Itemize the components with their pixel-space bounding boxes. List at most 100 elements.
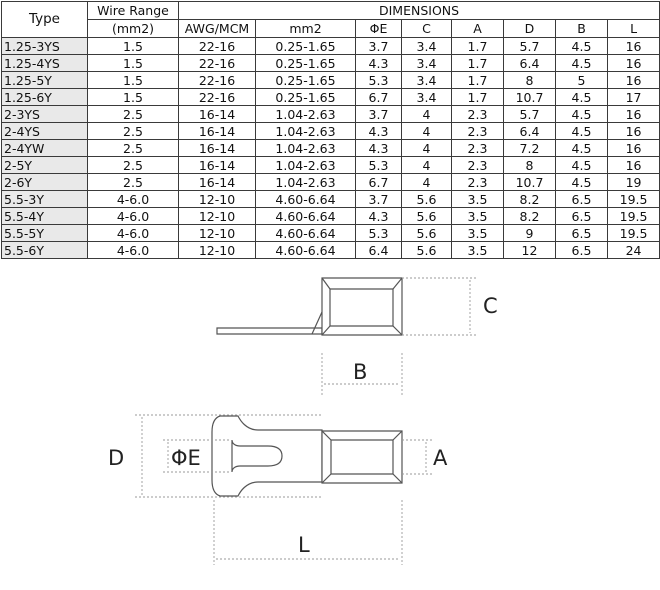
cell-mm2: 4.60-6.64 bbox=[255, 207, 356, 225]
cell-awg: 22-16 bbox=[178, 54, 256, 72]
cell-b: 4.5 bbox=[555, 139, 608, 157]
cell-phi-e: 5.3 bbox=[355, 71, 402, 89]
cell-c: 3.4 bbox=[401, 37, 452, 55]
cell-awg: 22-16 bbox=[178, 37, 256, 55]
cell-b: 6.5 bbox=[555, 241, 608, 259]
cell-type: 1.25-4YS bbox=[1, 54, 88, 72]
cell-awg: 12-10 bbox=[178, 190, 256, 208]
cell-l: 16 bbox=[606, 139, 660, 157]
cell-wire: 4-6.0 bbox=[87, 224, 179, 242]
cell-b: 4.5 bbox=[555, 105, 608, 123]
cell-b: 4.5 bbox=[555, 156, 608, 174]
side-view-dims bbox=[321, 277, 478, 395]
cell-wire: 4-6.0 bbox=[87, 190, 179, 208]
cell-d: 12 bbox=[503, 241, 556, 259]
cell-phi-e: 6.4 bbox=[355, 241, 402, 259]
cell-c: 3.4 bbox=[401, 54, 452, 72]
cell-awg: 16-14 bbox=[178, 156, 256, 174]
cell-d: 8.2 bbox=[503, 207, 556, 225]
cell-wire: 4-6.0 bbox=[87, 207, 179, 225]
cell-a: 1.7 bbox=[451, 88, 504, 106]
cell-type: 5.5-3Y bbox=[1, 190, 88, 208]
cell-type: 2-6Y bbox=[1, 173, 88, 191]
cell-phi-e: 3.7 bbox=[355, 105, 402, 123]
cell-awg: 12-10 bbox=[178, 207, 256, 225]
cell-mm2: 1.04-2.63 bbox=[255, 122, 356, 140]
cell-wire: 1.5 bbox=[87, 54, 179, 72]
cell-c: 4 bbox=[401, 105, 452, 123]
cell-c: 5.6 bbox=[401, 224, 452, 242]
cell-mm2: 0.25-1.65 bbox=[255, 71, 356, 89]
cell-l: 19.5 bbox=[606, 190, 660, 208]
cell-awg: 16-14 bbox=[178, 122, 256, 140]
cell-type: 5.5-4Y bbox=[1, 207, 88, 225]
cell-type: 1.25-5Y bbox=[1, 71, 88, 89]
label-l: L bbox=[298, 533, 310, 557]
cell-phi-e: 5.3 bbox=[355, 224, 402, 242]
cell-phi-e: 3.7 bbox=[355, 190, 402, 208]
cell-type: 1.25-3YS bbox=[1, 37, 88, 55]
header-l: L bbox=[606, 19, 660, 38]
cell-phi-e: 4.3 bbox=[355, 54, 402, 72]
cell-l: 16 bbox=[606, 54, 660, 72]
cell-c: 5.6 bbox=[401, 190, 452, 208]
cell-b: 4.5 bbox=[555, 88, 608, 106]
cell-b: 5 bbox=[555, 71, 608, 89]
cell-wire: 2.5 bbox=[87, 173, 179, 191]
cell-awg: 22-16 bbox=[178, 71, 256, 89]
cell-d: 5.7 bbox=[503, 105, 556, 123]
cell-wire: 2.5 bbox=[87, 122, 179, 140]
header-b: B bbox=[555, 19, 608, 38]
side-view bbox=[216, 277, 403, 336]
cell-wire: 2.5 bbox=[87, 105, 179, 123]
cell-l: 16 bbox=[606, 122, 660, 140]
cell-a: 2.3 bbox=[451, 173, 504, 191]
cell-a: 1.7 bbox=[451, 37, 504, 55]
top-view bbox=[211, 415, 403, 497]
cell-phi-e: 4.3 bbox=[355, 139, 402, 157]
cell-l: 19 bbox=[606, 173, 660, 191]
cell-mm2: 0.25-1.65 bbox=[255, 54, 356, 72]
cell-mm2: 4.60-6.64 bbox=[255, 224, 356, 242]
cell-wire: 2.5 bbox=[87, 156, 179, 174]
cell-awg: 16-14 bbox=[178, 173, 256, 191]
header-wire-range: Wire Range bbox=[87, 1, 179, 20]
header-mm2: mm2 bbox=[255, 19, 356, 38]
cell-phi-e: 5.3 bbox=[355, 156, 402, 174]
cell-a: 3.5 bbox=[451, 224, 504, 242]
cell-c: 3.4 bbox=[401, 71, 452, 89]
cell-type: 2-4YS bbox=[1, 122, 88, 140]
cell-b: 6.5 bbox=[555, 190, 608, 208]
cell-a: 2.3 bbox=[451, 156, 504, 174]
cell-wire: 1.5 bbox=[87, 37, 179, 55]
side-view-tongue bbox=[216, 327, 323, 335]
top-view-dims bbox=[135, 414, 432, 565]
label-phi-e: ΦE bbox=[171, 446, 201, 470]
cell-type: 5.5-5Y bbox=[1, 224, 88, 242]
cell-awg: 16-14 bbox=[178, 139, 256, 157]
header-phi-e: ΦE bbox=[355, 19, 402, 38]
cell-type: 1.25-6Y bbox=[1, 88, 88, 106]
cell-c: 5.6 bbox=[401, 241, 452, 259]
cell-phi-e: 6.7 bbox=[355, 173, 402, 191]
cell-mm2: 1.04-2.63 bbox=[255, 139, 356, 157]
header-a: A bbox=[451, 19, 504, 38]
cell-l: 16 bbox=[606, 156, 660, 174]
cell-mm2: 0.25-1.65 bbox=[255, 88, 356, 106]
cell-c: 4 bbox=[401, 122, 452, 140]
cell-d: 8 bbox=[503, 156, 556, 174]
cell-mm2: 0.25-1.65 bbox=[255, 37, 356, 55]
cell-a: 3.5 bbox=[451, 241, 504, 259]
cell-a: 1.7 bbox=[451, 54, 504, 72]
header-awg: AWG/MCM bbox=[178, 19, 256, 38]
cell-type: 2-5Y bbox=[1, 156, 88, 174]
header-type: Type bbox=[1, 1, 88, 38]
cell-a: 1.7 bbox=[451, 71, 504, 89]
cell-mm2: 4.60-6.64 bbox=[255, 241, 356, 259]
cell-l: 16 bbox=[606, 71, 660, 89]
cell-d: 10.7 bbox=[503, 173, 556, 191]
